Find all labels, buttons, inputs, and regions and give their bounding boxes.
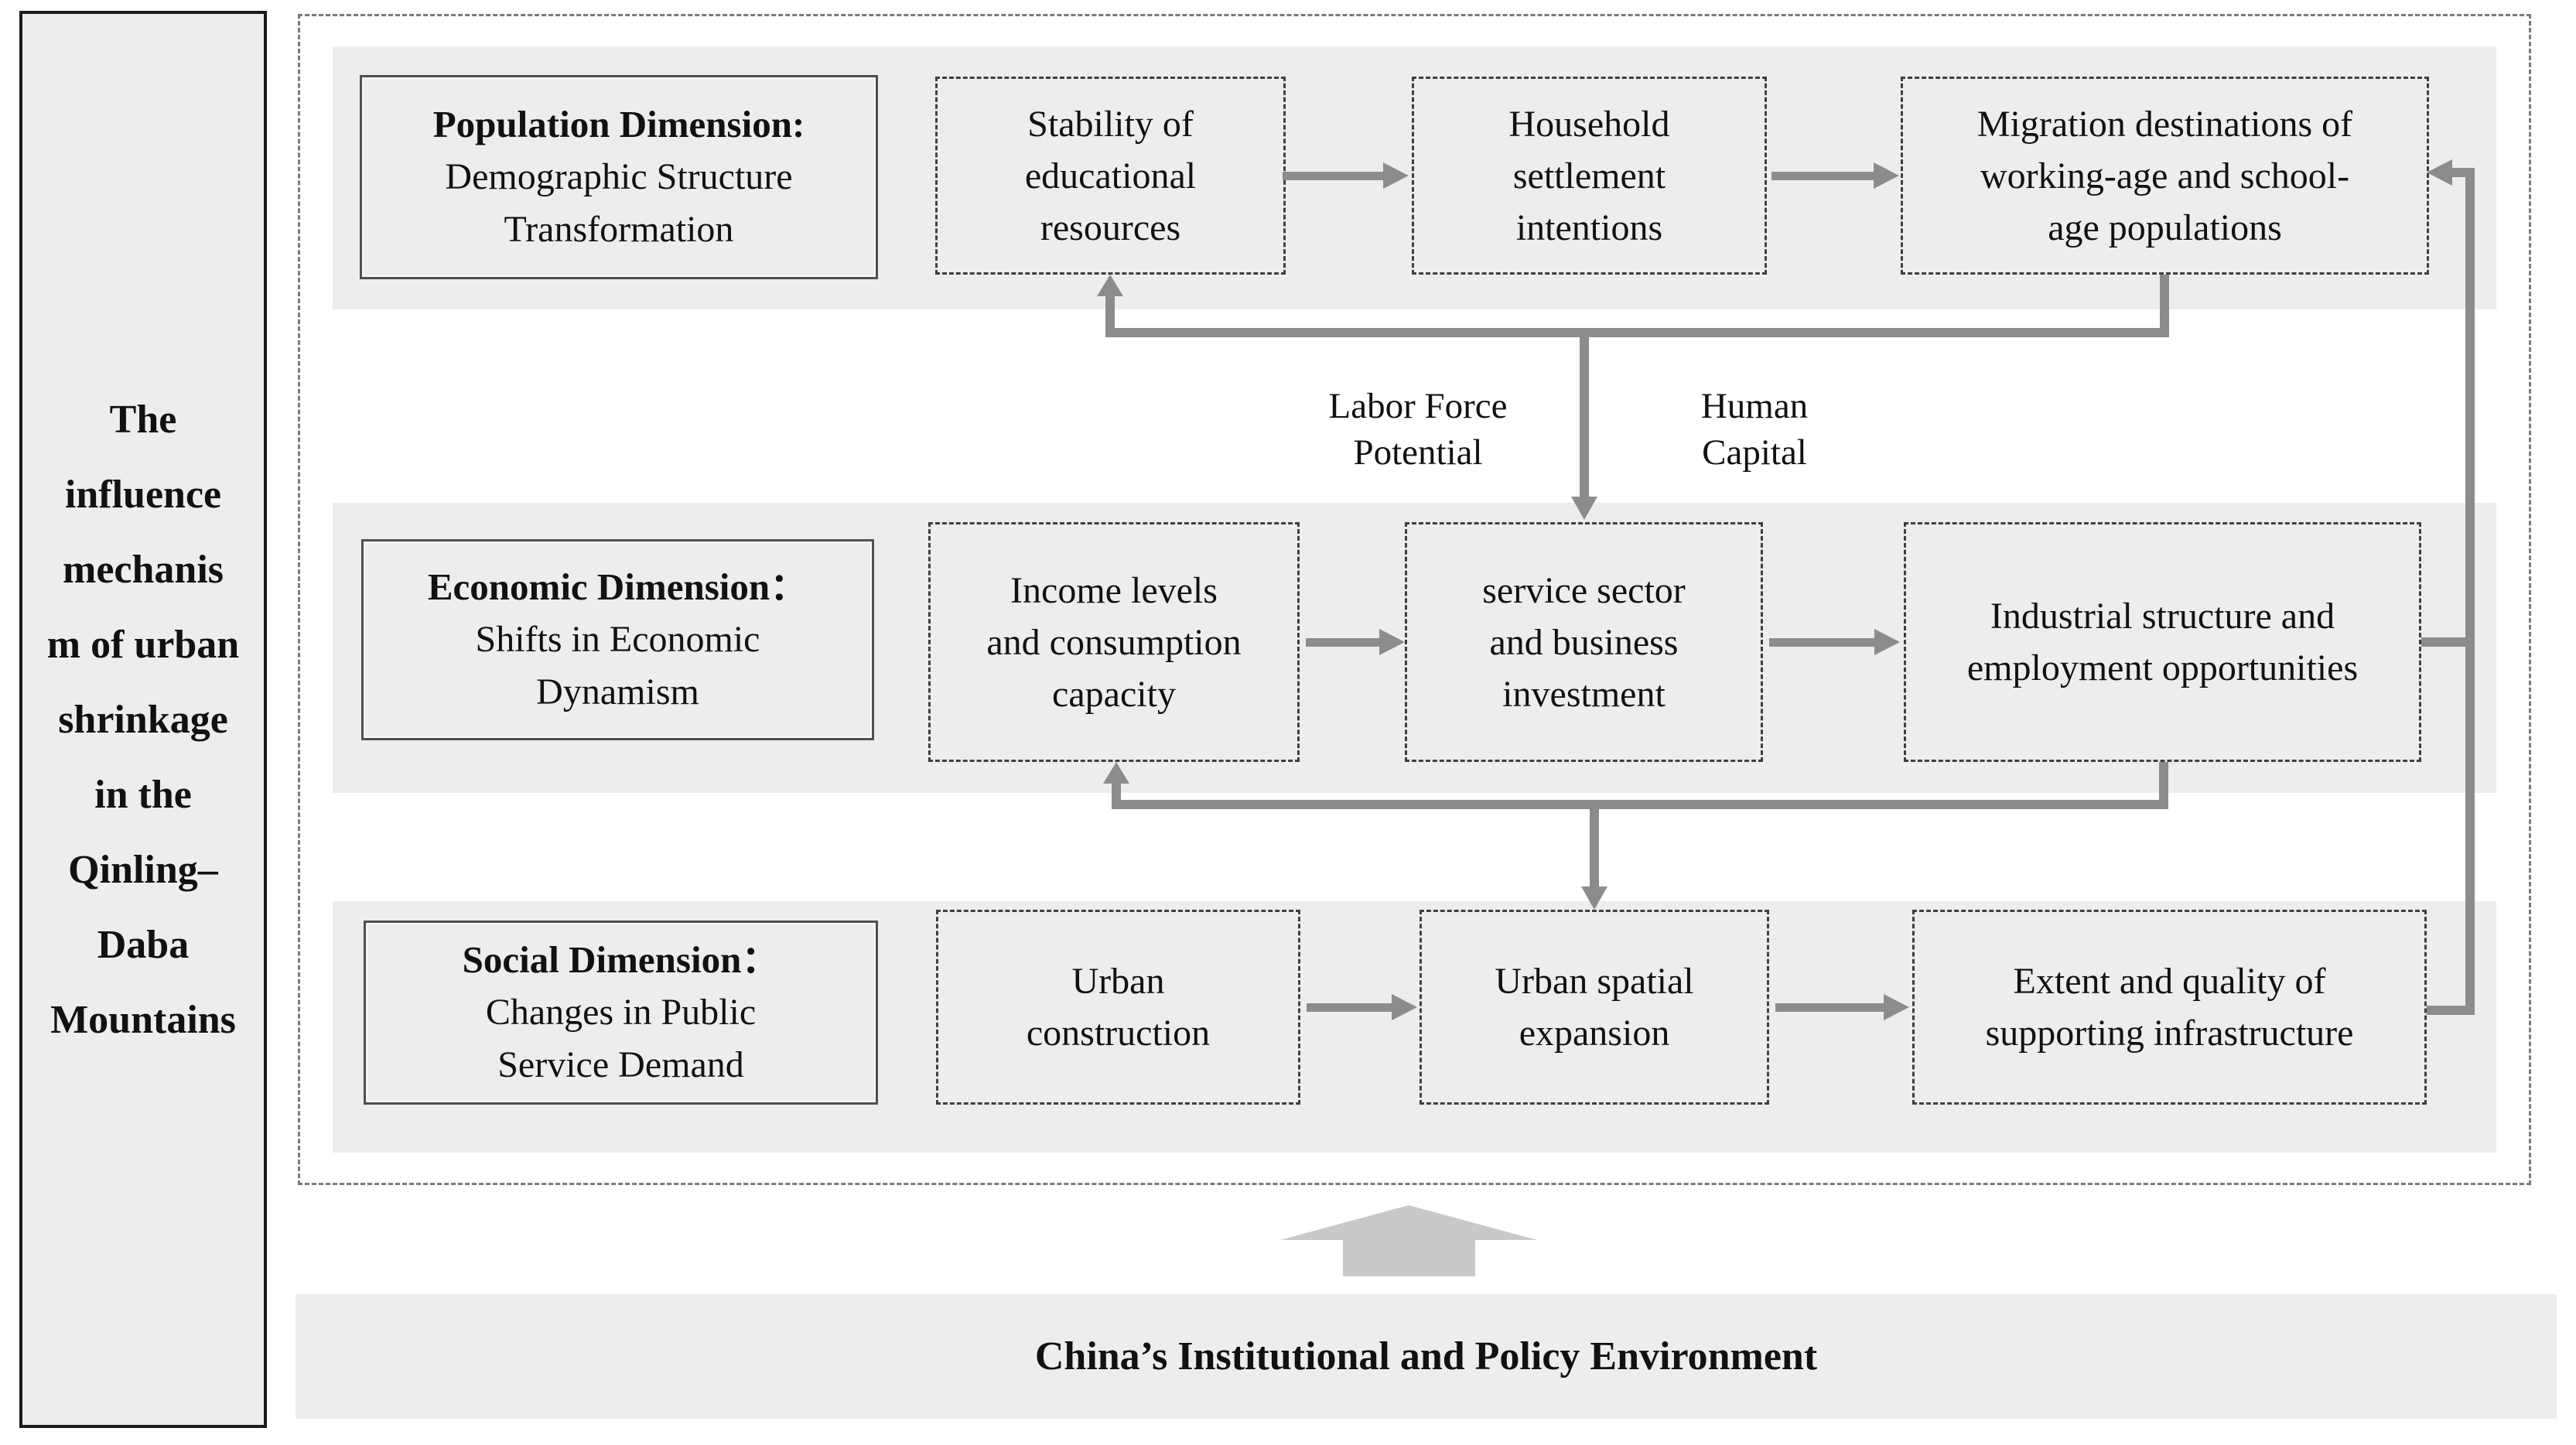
sidebar-title-line: m of urban [46, 622, 240, 667]
feedback-line-into-migration [2448, 168, 2475, 177]
box-text-line: investment [1502, 673, 1666, 715]
arrow-up-icon [1103, 762, 1129, 784]
arrow-expansion-to-infrastructure [1775, 1003, 1884, 1012]
feedback-line-to-income [1112, 783, 1121, 809]
arrow-right-icon [1392, 994, 1417, 1020]
connector-label-labor-force-potential: Labor Force Potential [1263, 383, 1573, 476]
feedback-line-industrial-drop [2159, 762, 2168, 809]
dimension-subtitle-line: Demographic Structure [445, 156, 793, 197]
box-text-line: and business [1489, 621, 1679, 663]
box-household-settlement-intentions: Household settlement intentions [1412, 77, 1767, 275]
arrow-right-icon [1884, 994, 1909, 1020]
label-box-economic-dimension: Economic Dimension： Shifts in Economic D… [361, 539, 874, 740]
policy-environment-text: China’s Institutional and Policy Environ… [1034, 1334, 1818, 1378]
box-text-line: resources [1040, 207, 1181, 248]
feedback-stub-industrial [2421, 637, 2465, 647]
feedback-stub-infrastructure [2427, 1006, 2475, 1015]
box-text-line: Income levels [1010, 569, 1218, 611]
dimension-title: Population Dimension: [432, 103, 805, 145]
connector-label-line: Potential [1353, 432, 1483, 473]
box-text-line: construction [1026, 1013, 1211, 1054]
box-text-line: working-age and school- [1980, 155, 2350, 196]
box-text-line: expansion [1519, 1013, 1670, 1054]
sidebar-title-line: in the [94, 772, 192, 817]
sidebar-title-line: Daba [97, 922, 190, 967]
feedback-line-to-stability [1105, 295, 1115, 337]
feedback-line-right-vertical [2465, 168, 2475, 1015]
sidebar-title-line: shrinkage [58, 697, 228, 742]
flow-line-to-service-sector [1580, 337, 1589, 497]
big-up-arrow-shaft [1343, 1238, 1475, 1276]
box-text-line: age populations [2048, 207, 2282, 248]
box-text-line: and consumption [986, 621, 1242, 663]
box-industrial-structure: Industrial structure and employment oppo… [1904, 522, 2421, 762]
feedback-line-row2-horizontal [1112, 800, 2164, 809]
box-urban-spatial-expansion: Urban spatial expansion [1420, 910, 1769, 1105]
sidebar-title-line: Qinling– [68, 847, 218, 892]
box-income-levels: Income levels and consumption capacity [928, 522, 1300, 762]
dimension-title: Social Dimension： [462, 938, 780, 981]
connector-label-line: Human [1700, 386, 1809, 426]
policy-environment-bar: China’s Institutional and Policy Environ… [296, 1294, 2557, 1419]
sidebar-title-line: Mountains [50, 997, 236, 1042]
box-text-line: Urban [1071, 961, 1165, 1002]
box-text-line: supporting infrastructure [1985, 1013, 2354, 1054]
label-box-population-dimension: Population Dimension: Demographic Struct… [360, 75, 878, 279]
arrow-right-icon [1874, 629, 1900, 655]
dimension-title: Economic Dimension： [427, 565, 808, 608]
arrow-right-icon [1383, 162, 1409, 189]
connector-label-line: Capital [1702, 432, 1807, 473]
arrow-down-icon [1581, 886, 1607, 910]
box-text-line: intentions [1515, 207, 1663, 248]
box-text-line: Urban spatial [1495, 961, 1694, 1002]
feedback-line-migration-drop [2160, 275, 2169, 337]
box-text-line: capacity [1052, 673, 1176, 715]
dimension-subtitle-line: Service Demand [497, 1044, 744, 1085]
flow-line-to-urban-spatial [1590, 809, 1599, 886]
box-text-line: Migration destinations of [1976, 103, 2353, 145]
box-text-line: settlement [1512, 155, 1666, 196]
dimension-subtitle-line: Transformation [504, 209, 734, 250]
sidebar-title-line: influence [64, 472, 222, 517]
outer-dashed-frame [298, 14, 2531, 1185]
arrow-right-icon [1874, 162, 1899, 189]
arrow-right-icon [1379, 629, 1405, 655]
dimension-subtitle-line: Shifts in Economic [475, 619, 760, 660]
box-migration-destinations: Migration destinations of working-age an… [1901, 77, 2429, 275]
box-text-line: Industrial structure and [1990, 596, 2335, 637]
sidebar-title-line: mechanis [63, 547, 224, 592]
feedback-line-row1-horizontal [1105, 328, 2169, 337]
arrow-income-to-service [1306, 638, 1379, 647]
arrow-service-to-industrial [1769, 638, 1874, 647]
box-text-line: educational [1024, 155, 1197, 196]
arrow-up-icon [1097, 275, 1123, 296]
arrow-construction-to-expansion [1307, 1003, 1392, 1012]
box-text-line: Extent and quality of [2013, 961, 2326, 1002]
arrow-left-icon [2427, 159, 2452, 186]
big-up-arrow-icon [1280, 1205, 1537, 1240]
connector-label-line: Labor Force [1328, 386, 1508, 426]
box-text-line: Household [1508, 103, 1670, 145]
box-urban-construction: Urban construction [936, 910, 1300, 1105]
box-supporting-infrastructure: Extent and quality of supporting infrast… [1912, 910, 2427, 1105]
label-box-social-dimension: Social Dimension： Changes in Public Serv… [364, 921, 878, 1105]
dimension-subtitle-line: Changes in Public [485, 992, 757, 1033]
sidebar-title-panel: The influence mechanis m of urban shrink… [19, 11, 267, 1428]
box-stability-of-educational-resources: Stability of educational resources [935, 77, 1286, 275]
box-text-line: service sector [1482, 569, 1686, 611]
arrow-down-icon [1571, 497, 1597, 520]
box-text-line: employment opportunities [1966, 647, 2359, 688]
box-service-sector-investment: service sector and business investment [1405, 522, 1763, 762]
connector-label-human-capital: Human Capital [1638, 383, 1871, 476]
dimension-subtitle-line: Dynamism [536, 671, 699, 712]
box-text-line: Stability of [1027, 103, 1194, 145]
arrow-household-to-migration [1771, 172, 1874, 180]
sidebar-title-line: The [109, 397, 177, 442]
arrow-stability-to-household [1283, 172, 1383, 180]
